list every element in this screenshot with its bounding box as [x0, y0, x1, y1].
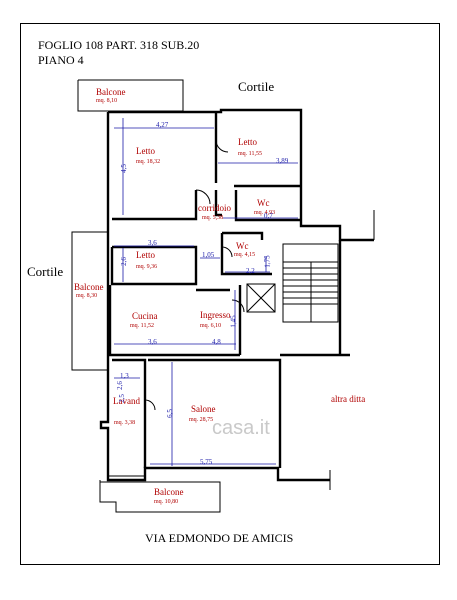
dimension-label: 2,2: [246, 267, 255, 275]
dimension-label: 2,5: [117, 394, 126, 403]
room-area: mq. 4,15: [234, 252, 256, 258]
wall-lav: [112, 358, 147, 468]
dimension-label: 1,75: [263, 255, 272, 268]
dimension-label: 3,89: [276, 157, 289, 165]
dimension-label: 6,5: [165, 409, 174, 418]
room-name: corridoio: [198, 203, 231, 213]
cortile-left-label: Cortile: [27, 264, 64, 279]
room-area: mq. 3,38: [114, 420, 136, 426]
room-area: mq. 4,93: [254, 210, 276, 216]
sheet-header-line2: PIANO 4: [38, 53, 84, 67]
wall-letto-mid: [112, 190, 198, 221]
room-area: mq. 8,30: [76, 293, 98, 299]
room-name: Letto: [136, 146, 155, 156]
wall-wc2-top: [222, 231, 264, 240]
sheet-header-line1: FOGLIO 108 PART. 318 SUB.20: [38, 38, 200, 52]
outer-wall: [108, 108, 374, 242]
watermark-logo: casa.it: [212, 417, 270, 439]
altra-ditta-label: altra ditta: [331, 394, 366, 404]
wall-letto3: [110, 245, 198, 286]
room-name: Balcone: [154, 487, 184, 497]
dimension-label: 1,05: [202, 251, 215, 259]
dimension-label: 1,3: [120, 372, 129, 380]
room-name: Cucina: [132, 311, 158, 321]
room-name: Balcone: [96, 87, 126, 97]
dimension-label: 3,6: [148, 239, 157, 247]
dimension-label: 1,45: [229, 315, 238, 328]
room-area: mq. 10,80: [154, 499, 179, 505]
balcony-top: [77, 79, 184, 112]
room-name: Letto: [136, 250, 155, 260]
wall-corr: [214, 190, 222, 217]
balcony-bottom: [99, 480, 221, 513]
room-name: Wc: [236, 241, 249, 251]
wall-salone-top: [148, 358, 282, 468]
room-name: Wc: [257, 198, 270, 208]
dimension-label: 3,6: [148, 338, 157, 346]
room-area: mq. 8,10: [96, 98, 118, 104]
dimension-label: 4,5: [119, 164, 128, 173]
room-area: mq. 9,36: [136, 264, 158, 270]
cortile-top-label: Cortile: [238, 79, 275, 94]
dimension-label: 4,27: [156, 121, 169, 129]
wall-wc1: [234, 190, 300, 222]
elevator-shaft: [246, 283, 276, 313]
room-name: Balcone: [74, 282, 104, 292]
room-name: Letto: [238, 137, 257, 147]
dimension-label: 2,6: [115, 381, 124, 390]
drawing-frame: [20, 23, 440, 565]
room-name: Salone: [191, 404, 216, 414]
room-name: Ingresso: [200, 310, 231, 320]
room-area: mq. 5,38: [202, 215, 224, 221]
wall-cucina: [108, 285, 240, 357]
street-name: VIA EDMONDO DE AMICIS: [145, 531, 294, 545]
dimension-label: 2,6: [119, 257, 128, 266]
outer-wall-left: [99, 112, 330, 482]
balcony-left: [71, 231, 108, 371]
dimension-label: 5,75: [200, 458, 213, 466]
room-name: Lavand: [113, 396, 140, 406]
room-area: mq. 6,10: [200, 323, 222, 329]
room-area: mq. 28,75: [189, 417, 214, 423]
dimension-label: 0,7: [264, 212, 273, 220]
dimension-label: 4,8: [212, 338, 221, 346]
room-area: mq. 11,55: [238, 151, 262, 157]
room-area: mq. 11,52: [130, 323, 154, 329]
room-area: mq. 18,32: [136, 159, 161, 165]
